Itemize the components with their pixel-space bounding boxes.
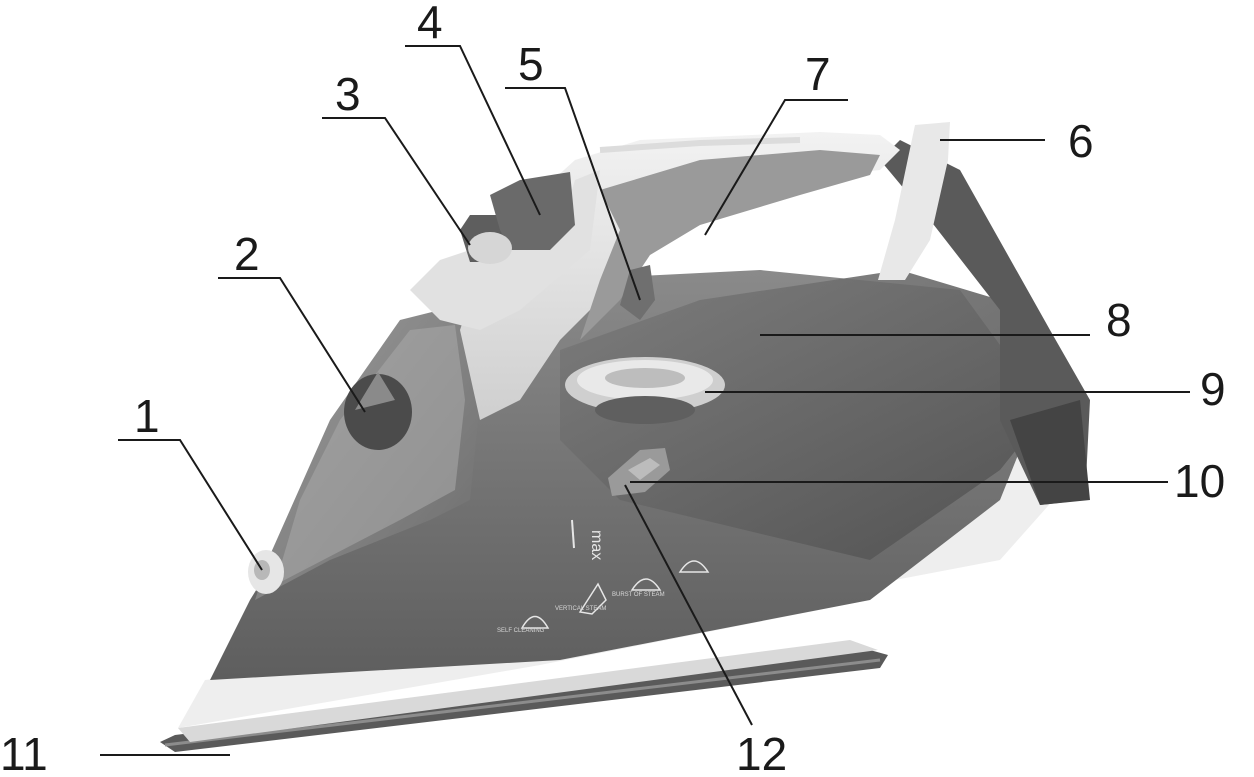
water-tank <box>560 270 1060 560</box>
mode-icons: SELF CLEANING VERTICAL STEAM BURST OF ST… <box>497 560 710 634</box>
callout-2: 2 <box>234 228 260 280</box>
callout-3: 3 <box>335 68 361 120</box>
leader-4 <box>405 45 541 216</box>
burst-of-steam-icon: BURST OF STEAM <box>612 578 665 598</box>
cord-guard <box>878 122 950 280</box>
spray-button <box>490 172 575 250</box>
leader-7 <box>704 99 848 236</box>
max-label: max <box>588 530 605 560</box>
leader-2 <box>218 277 366 413</box>
leader-3 <box>322 117 471 246</box>
vertical-steam-icon: VERTICAL STEAM <box>555 582 607 615</box>
vertical-steam-label: VERTICAL STEAM <box>555 606 606 612</box>
handle-grip <box>580 150 880 340</box>
white-lower-band <box>178 420 1080 728</box>
callout-5: 5 <box>518 38 544 90</box>
callout-6: 6 <box>1068 115 1094 167</box>
callout-11: 11 <box>0 728 48 777</box>
callout-10: 10 <box>1174 455 1225 507</box>
callout-12: 12 <box>736 728 787 777</box>
callout-8: 8 <box>1106 294 1132 346</box>
self-cleaning-label: SELF CLEANING <box>497 628 545 634</box>
iron-only-icon <box>678 560 710 573</box>
callout-4: 4 <box>417 0 443 48</box>
callout-9: 9 <box>1200 363 1226 415</box>
leader-12 <box>624 484 753 726</box>
leader-1 <box>118 439 263 571</box>
self-cleaning-icon: SELF CLEANING <box>497 615 550 634</box>
leader-lines <box>100 45 1190 756</box>
leader-5 <box>505 87 641 301</box>
callout-1: 1 <box>134 390 160 442</box>
callout-7: 7 <box>805 48 831 100</box>
soleplate-edge <box>164 658 881 747</box>
temperature-dial <box>344 374 412 450</box>
burst-of-steam-label: BURST OF STEAM <box>612 592 665 598</box>
